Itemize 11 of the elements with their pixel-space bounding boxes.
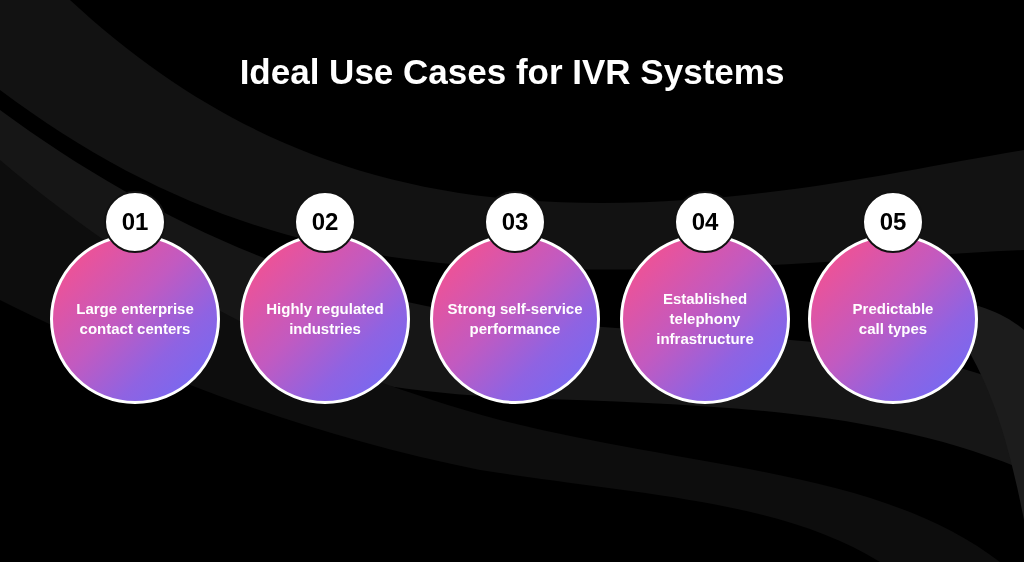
use-case-label: Strong self-service performance	[446, 299, 584, 339]
step-number: 02	[311, 208, 339, 236]
title: Ideal Use Cases for IVR Systems	[238, 51, 786, 93]
step-number: 05	[879, 208, 907, 236]
use-case-label: Highly regulated industries	[265, 299, 385, 339]
step-number: 03	[501, 208, 529, 236]
use-case-label: Predictable call types	[851, 299, 935, 339]
step-number: 01	[121, 208, 149, 236]
use-case-label: Established telephony infrastructure	[655, 289, 755, 349]
use-case-label: Large enterprise contact centers	[75, 299, 195, 339]
step-number: 04	[691, 208, 719, 236]
